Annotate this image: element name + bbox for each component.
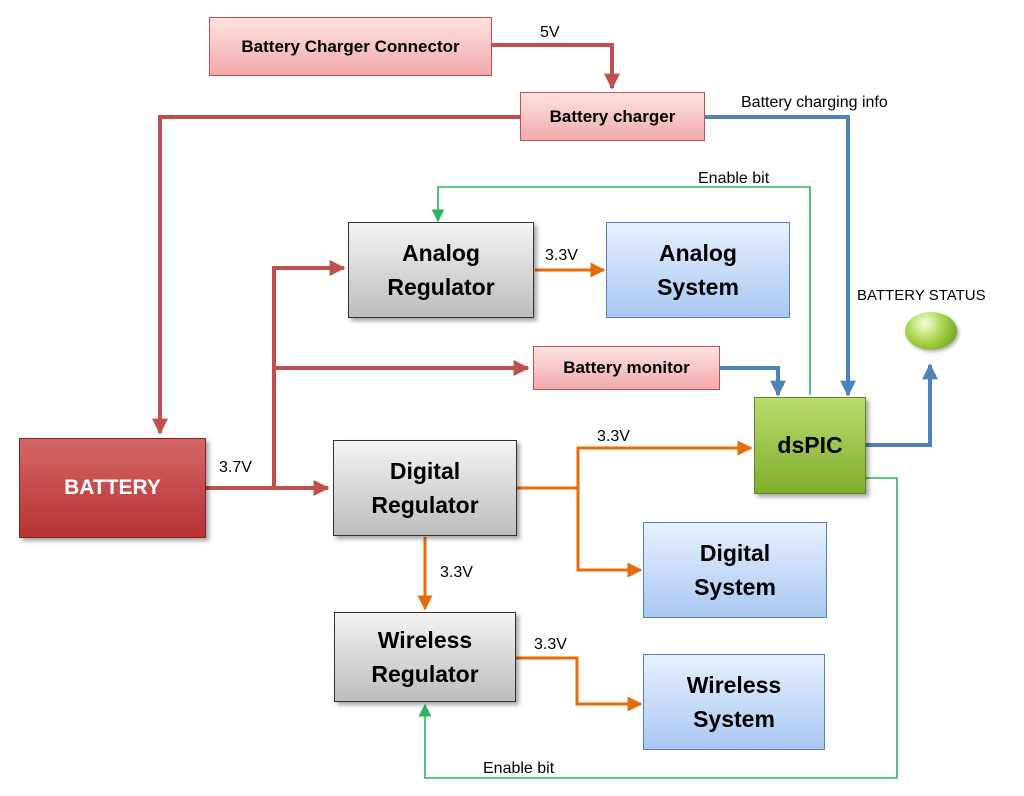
wireless-system-block: Wireless System <box>643 654 825 750</box>
label-3-3v-wireless-regulator: 3.3V <box>440 564 473 581</box>
battery-charger-connector-label: Battery Charger Connector <box>241 36 460 56</box>
label-battery-charging-info: Battery charging info <box>741 94 888 111</box>
wire-enable-wireless <box>418 477 898 779</box>
analog-system-block: Analog System <box>606 222 790 318</box>
wire-wireless-regulator-to-system <box>516 656 643 712</box>
wire-digital-to-dspic <box>517 440 753 490</box>
analog-regulator-label: Analog Regulator <box>387 240 495 300</box>
wireless-regulator-block: Wireless Regulator <box>334 612 516 702</box>
wireless-system-label: Wireless System <box>686 672 782 732</box>
battery-block: BATTERY <box>19 438 206 538</box>
battery-charger-connector-block: Battery Charger Connector <box>209 17 492 76</box>
wire-dspic-to-status <box>866 363 938 447</box>
label-enable-bit-top: Enable bit <box>698 170 770 187</box>
label-3-3v-dspic: 3.3V <box>597 428 630 445</box>
label-5v: 5V <box>540 24 560 41</box>
digital-system-label: Digital System <box>694 540 776 600</box>
label-3-3v-analog: 3.3V <box>545 247 578 264</box>
digital-regulator-block: Digital Regulator <box>333 440 517 536</box>
wire-digital-to-digital-system <box>576 488 643 578</box>
analog-system-label: Analog System <box>657 240 739 300</box>
wire-enable-analog <box>431 186 811 395</box>
label-battery-status: BATTERY STATUS <box>857 287 986 304</box>
label-3-7v: 3.7V <box>219 459 252 476</box>
battery-charger-label: Battery charger <box>549 106 676 126</box>
battery-label: BATTERY <box>64 476 161 499</box>
analog-regulator-block: Analog Regulator <box>348 222 534 318</box>
dspic-block: dsPIC <box>754 397 866 494</box>
wire-connector-to-charger <box>492 43 620 90</box>
wire-charging-info <box>705 115 856 397</box>
dspic-label: dsPIC <box>777 432 843 458</box>
battery-status-led-icon <box>905 312 957 350</box>
battery-monitor-block: Battery monitor <box>533 346 720 390</box>
digital-system-block: Digital System <box>643 522 827 618</box>
wire-bus-to-analog-regulator <box>272 260 346 488</box>
battery-charger-block: Battery charger <box>520 92 705 141</box>
battery-monitor-label: Battery monitor <box>563 358 690 377</box>
wireless-regulator-label: Wireless Regulator <box>371 627 479 687</box>
wire-monitor-to-dspic <box>720 366 786 397</box>
label-3-3v-wireless-system: 3.3V <box>534 636 567 653</box>
wire-charger-to-battery <box>152 115 520 435</box>
digital-regulator-label: Digital Regulator <box>371 458 479 518</box>
label-enable-bit-bottom: Enable bit <box>483 760 555 777</box>
